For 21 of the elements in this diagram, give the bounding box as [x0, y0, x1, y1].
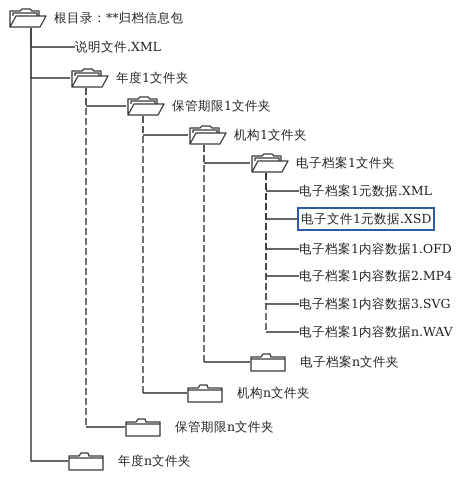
folder-label: 机构n文件夹: [237, 384, 310, 402]
tree-connector: [203, 145, 250, 363]
file-name: 电子档案1内容数据3.SVG: [299, 293, 450, 315]
folder-label: 电子档案1文件夹: [296, 154, 395, 172]
file-name: 说明文件.XML: [75, 36, 161, 58]
folder-label: 年度n文件夹: [118, 452, 192, 470]
folder-label: 保管期限n文件夹: [175, 418, 274, 436]
tree-connector: [30, 28, 68, 462]
folder-label: 根目录：**归档信息包: [54, 9, 184, 27]
tree-connector: [265, 173, 299, 333]
folder-label: 机构1文件夹: [234, 126, 307, 144]
tree-connector: [85, 88, 125, 428]
file-name: 电子档案1内容数据n.WAV: [299, 321, 453, 343]
file-name: 电子档案1内容数据2.MP4: [299, 265, 452, 287]
file-name: 电子档案1元数据.XML: [299, 180, 432, 202]
folder-label: 保管期限1文件夹: [172, 97, 271, 115]
folder-label: 年度1文件夹: [116, 69, 189, 87]
file-name: 电子档案1内容数据1.OFD: [299, 238, 452, 260]
highlighted-file-name: 电子文件1元数据.XSD: [297, 207, 436, 231]
folder-label: 电子档案n文件夹: [300, 353, 400, 371]
tree-connector: [142, 116, 187, 394]
